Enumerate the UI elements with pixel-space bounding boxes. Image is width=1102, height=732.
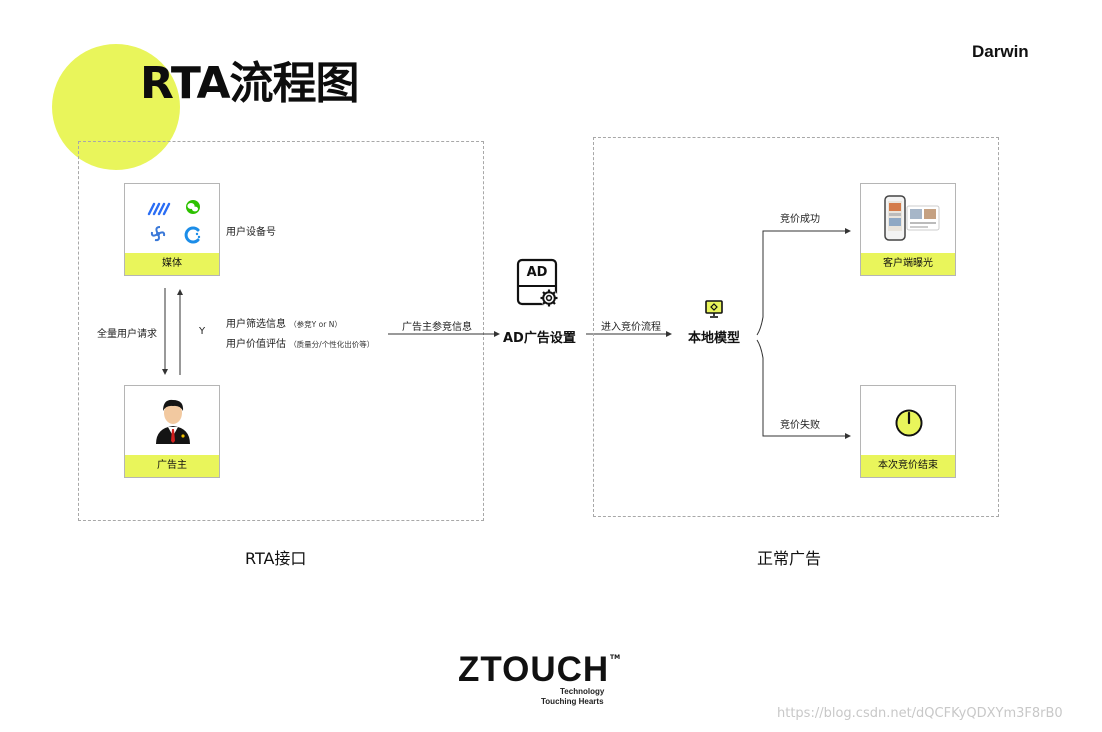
media-card: 媒体 bbox=[124, 183, 220, 276]
filter-info-note: （参竞Y or N） bbox=[289, 320, 342, 329]
normal-ad-section-label: 正常广告 bbox=[757, 549, 822, 568]
device-id-label: 用户设备号 bbox=[226, 227, 276, 238]
bid-success-label: 竞价成功 bbox=[780, 214, 820, 225]
advertiser-bid-info-label: 广告主参竞信息 bbox=[402, 322, 472, 333]
monitor-icon bbox=[705, 300, 723, 318]
tagline-technology: Technology bbox=[560, 687, 605, 696]
normal-ad-panel bbox=[593, 137, 999, 517]
arrow-to-local-model bbox=[586, 331, 672, 337]
tagline-touching-hearts: Touching Hearts bbox=[541, 697, 604, 706]
vertical-arrows bbox=[162, 288, 183, 375]
bid-fail-label: 竞价失败 bbox=[780, 420, 820, 431]
enter-bidding-label: 进入竞价流程 bbox=[601, 322, 661, 333]
phone-screenshot-icon bbox=[884, 195, 940, 241]
value-eval-label: 用户价值评估 （质量分/个性化出价等） bbox=[226, 339, 375, 350]
power-icon bbox=[895, 409, 923, 437]
local-model-label: 本地模型 bbox=[688, 331, 741, 346]
businessman-icon bbox=[156, 399, 190, 444]
media-app-icons bbox=[147, 200, 201, 244]
bid-branch-arrows bbox=[756, 228, 851, 439]
client-exposure-label: 客户端曝光 bbox=[861, 253, 955, 275]
ztouch-logo: ZTOUCH bbox=[458, 650, 610, 689]
media-card-label: 媒体 bbox=[125, 253, 219, 275]
wechat-icon bbox=[186, 200, 200, 214]
ad-setting-label: AD广告设置 bbox=[503, 331, 576, 346]
value-eval-note: （质量分/个性化出价等） bbox=[289, 340, 375, 349]
advertiser-card-label: 广告主 bbox=[125, 455, 219, 477]
ad-frame-icon bbox=[516, 258, 558, 307]
app-icon-blue-stripes bbox=[147, 202, 171, 216]
arrow-to-ad-setting bbox=[388, 331, 500, 337]
full-request-label: 全量用户请求 bbox=[97, 329, 157, 340]
decorative-circle bbox=[52, 44, 180, 170]
rta-interface-panel bbox=[78, 141, 484, 521]
app-icon-pinwheel bbox=[150, 226, 166, 242]
bidding-end-card: 本次竞价结束 bbox=[860, 385, 956, 478]
trademark-mark: TM bbox=[610, 654, 621, 661]
advertiser-card: 广告主 bbox=[124, 385, 220, 478]
app-icon-crescent bbox=[184, 226, 201, 244]
ad-icon-text: AD bbox=[526, 265, 548, 280]
darwin-logo: Darwin bbox=[972, 42, 1029, 61]
y-label: Y bbox=[199, 326, 206, 337]
bidding-end-label: 本次竞价结束 bbox=[861, 455, 955, 477]
filter-info-label: 用户筛选信息 （参竞Y or N） bbox=[226, 319, 342, 330]
rta-interface-section-label: RTA接口 bbox=[245, 549, 307, 568]
client-exposure-card: 客户端曝光 bbox=[860, 183, 956, 276]
page-title: RTA流程图 bbox=[140, 58, 360, 109]
url-watermark: https://blog.csdn.net/dQCFKyQDXYm3F8rB0 bbox=[777, 706, 1063, 721]
ad-setting-icon: AD bbox=[516, 258, 562, 310]
